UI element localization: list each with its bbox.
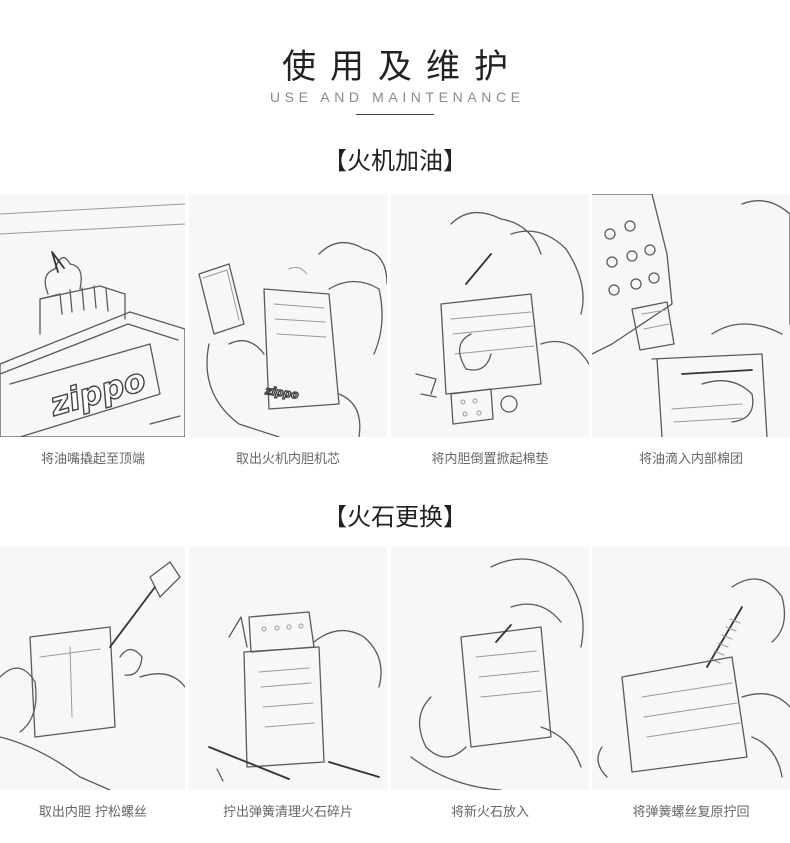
step-caption-refuel-2: 取出火机内胆机芯 [235, 452, 340, 467]
insert-logo-text: zippo [264, 384, 300, 402]
step-caption-flint-3: 将新火石放入 [450, 805, 529, 820]
step-image-flint-3 [391, 547, 589, 790]
step-caption-refuel-3: 将内胆倒置掀起棉垫 [431, 452, 549, 467]
step-image-refuel-3 [391, 194, 589, 437]
title-divider [356, 114, 434, 115]
step-image-flint-1 [0, 547, 185, 790]
step-caption-refuel-1: 将油嘴撬起至顶端 [40, 452, 145, 467]
step-caption-flint-4: 将弹簧螺丝复原拧回 [632, 805, 750, 820]
step-caption-flint-1: 取出内胆 拧松螺丝 [38, 805, 148, 820]
step-image-refuel-2: zippo [189, 194, 387, 437]
page-title: 使用及维护 [282, 47, 522, 87]
page-subtitle: USE AND MAINTENANCE [269, 89, 525, 105]
step-image-flint-4 [592, 547, 790, 790]
section-heading-flint: 【火石更换】 [323, 503, 467, 531]
step-image-flint-2 [189, 547, 387, 790]
step-caption-flint-2: 拧出弹簧清理火石碎片 [222, 805, 353, 820]
step-image-refuel-4 [592, 194, 790, 437]
section-heading-refuel: 【火机加油】 [323, 147, 467, 175]
step-image-refuel-1: zippo [0, 194, 185, 437]
step-caption-refuel-4: 将油滴入内部棉团 [638, 452, 743, 467]
